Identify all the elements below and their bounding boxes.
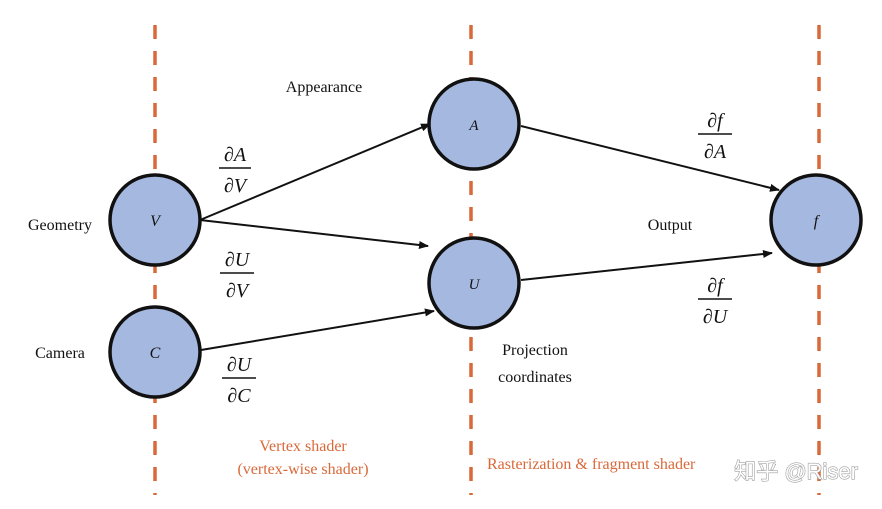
node-c: C (108, 305, 202, 399)
edge-a-to-f (520, 125, 780, 192)
derivative-dU-dV-denominator: ∂V (226, 280, 251, 302)
node-v: V (108, 173, 202, 267)
node-c-label: C (150, 345, 161, 362)
edge-c-to-u (200, 308, 435, 351)
projection-label-line2: coordinates (498, 369, 572, 386)
vertex-shader-label-line2: (vertex-wise shader) (237, 461, 368, 478)
derivative-dA-dV-denominator: ∂V (224, 175, 249, 197)
output-label: Output (648, 217, 693, 234)
derivative-df-dA-denominator: ∂A (704, 141, 727, 163)
derivative-dU-dV: ∂U ∂V (220, 249, 254, 302)
derivative-dU-dC-denominator: ∂C (227, 385, 251, 407)
derivative-df-dA: ∂f ∂A (698, 110, 732, 163)
projection-label-line1: Projection (502, 342, 568, 359)
derivative-dA-dV-numerator: ∂A (224, 144, 247, 166)
camera-label: Camera (35, 345, 85, 362)
derivative-dU-dC: ∂U ∂C (222, 354, 256, 407)
rasterization-shader-label: Rasterization & fragment shader (487, 456, 696, 473)
edge-u-to-f (520, 249, 773, 281)
derivative-df-dA-numerator: ∂f (707, 110, 725, 132)
node-a-label: A (468, 118, 479, 134)
node-a: A (427, 77, 521, 171)
derivative-dU-dV-numerator: ∂U (225, 249, 251, 271)
edge-v-to-a (199, 123, 431, 221)
appearance-label: Appearance (286, 79, 362, 96)
node-f-label: f (814, 213, 821, 230)
watermark: 知乎 @Riser (734, 459, 858, 484)
derivative-df-dU-numerator: ∂f (707, 275, 725, 297)
derivative-dU-dC-numerator: ∂U (227, 354, 253, 376)
edge-v-to-u (199, 219, 429, 249)
geometry-label: Geometry (28, 217, 92, 234)
vertex-shader-label-line1: Vertex shader (259, 438, 347, 455)
node-f: f (769, 173, 863, 267)
derivative-dA-dV: ∂A ∂V (219, 144, 251, 197)
node-u: U (427, 236, 521, 330)
node-v-label: V (150, 213, 162, 230)
derivative-df-dU: ∂f ∂U (698, 275, 732, 328)
node-u-label: U (469, 277, 481, 293)
derivative-df-dU-denominator: ∂U (703, 306, 729, 328)
